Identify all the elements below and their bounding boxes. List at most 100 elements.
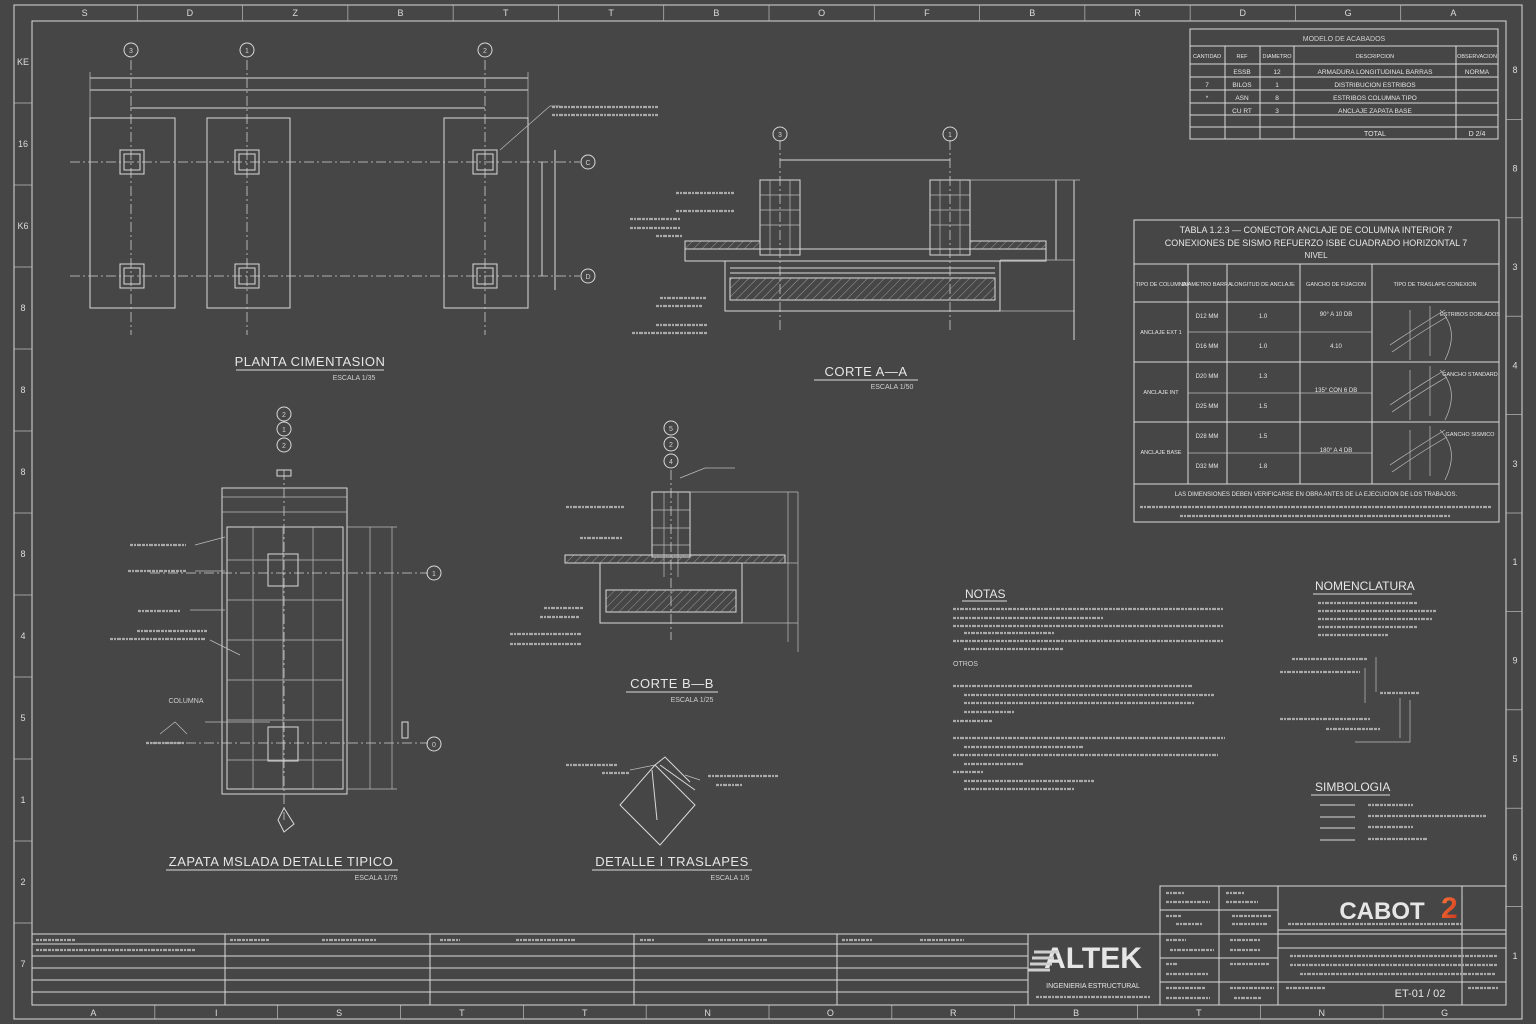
table-total-label: TOTAL: [1364, 131, 1386, 138]
view-title: ZAPATA MSLADA DETALLE TIPICO: [169, 854, 393, 869]
table-cell: 3: [1275, 108, 1279, 115]
ruler-label: O: [827, 1008, 834, 1018]
table-cell: *: [1206, 95, 1209, 102]
ruler-label: R: [950, 1008, 957, 1018]
axis-label: D: [585, 274, 590, 281]
view-scale: ESCALA 1/75: [355, 875, 398, 882]
axis-label: 2: [669, 442, 673, 449]
anchorage-table: TABLA 1.2.3 — CONECTOR ANCLAJE DE COLUMN…: [1133, 219, 1500, 523]
table-cell: 8: [1275, 95, 1279, 102]
table-cell: BILOS: [1232, 82, 1252, 89]
ruler-label: B: [397, 8, 403, 18]
ruler-label: 9: [1512, 656, 1517, 666]
ruler-label: 8: [20, 549, 25, 559]
table-cell: 90° A 10 DB: [1320, 312, 1352, 318]
axis-label: 1: [948, 132, 952, 139]
ruler-label: D: [187, 8, 194, 18]
table-cell: ASN: [1235, 95, 1249, 102]
column-label: COLUMNA: [168, 698, 203, 705]
ruler-label: 5: [20, 713, 25, 723]
axis-label: 1: [432, 571, 436, 578]
ruler-label: Z: [292, 8, 298, 18]
ruler-label: 1: [1512, 951, 1517, 961]
view-title: CORTE B—B: [630, 676, 714, 691]
view-scale: ESCALA 1/25: [671, 697, 714, 704]
ruler-label: K6: [17, 221, 28, 231]
notes-section: NOTAS OTROS: [953, 587, 1225, 791]
table-cell: ARMADURA LONGITUDINAL BARRAS: [1318, 69, 1434, 76]
table-cell: 135° CON 6 DB: [1315, 388, 1357, 394]
notes-subtitle: OTROS: [953, 661, 978, 668]
ruler-label: A: [90, 1008, 96, 1018]
table-title: NIVEL: [1304, 251, 1328, 260]
ruler-label: F: [924, 8, 930, 18]
table-cell: 1.8: [1259, 464, 1268, 470]
ruler-label: 3: [1512, 262, 1517, 272]
ruler-label: 8: [20, 467, 25, 477]
table-header: REF: [1237, 54, 1249, 60]
table-footnote: LAS DIMENSIONES DEBEN VERIFICARSE EN OBR…: [1175, 492, 1458, 498]
table-cell: ANCLAJE ZAPATA BASE: [1338, 108, 1412, 115]
ruler-label: 8: [20, 385, 25, 395]
ruler-label: A: [1450, 8, 1456, 18]
view-title: PLANTA CIMENTASION: [235, 354, 386, 369]
axis-label: C: [585, 160, 590, 167]
ruler-label: D: [1240, 8, 1247, 18]
table-header: DESCRIPCION: [1356, 54, 1394, 60]
ruler-label: 7: [20, 959, 25, 969]
table-title: MODELO DE ACABADOS: [1303, 36, 1386, 43]
ruler-label: I: [215, 1008, 218, 1018]
axis-label: 1: [282, 427, 286, 434]
view-scale: ESCALA 1/35: [333, 375, 376, 382]
ruler-label: 5: [1512, 754, 1517, 764]
ruler-label: 8: [20, 303, 25, 313]
table-cell: D28 MM: [1196, 434, 1219, 440]
axis-label: 3: [129, 48, 133, 55]
table-header: GANCHO DE FIJACION: [1306, 282, 1366, 288]
table-cell: 7: [1205, 82, 1209, 89]
table-cell: ESTRIBOS COLUMNA TIPO: [1333, 95, 1417, 102]
axis-label: 5: [669, 426, 673, 433]
view-title: DETALLE I TRASLAPES: [595, 854, 749, 869]
table-cell: ESSB: [1233, 69, 1250, 76]
ruler-label: G: [1345, 8, 1352, 18]
table-header: DIAMETRO BARRA: [1182, 282, 1232, 288]
view-corte-b-b: 5 2 4 CORTE B—B ESCALA 1/25: [510, 420, 799, 704]
table-cell: NORMA: [1465, 69, 1490, 76]
ruler-label: O: [818, 8, 825, 18]
ruler-label: N: [1319, 1008, 1326, 1018]
table-cell: D16 MM: [1196, 344, 1219, 350]
nomenclature-title: NOMENCLATURA: [1315, 579, 1415, 593]
nomenclature-section: NOMENCLATURA: [1280, 579, 1436, 743]
ruler-label: 8: [1512, 164, 1517, 174]
table-cell: ANCLAJE BASE: [1141, 450, 1182, 456]
ruler-label: KE: [17, 57, 29, 67]
table-cell: 1.0: [1259, 314, 1268, 320]
ruler-label: B: [713, 8, 719, 18]
title-block: ALTEK INGENIERIA ESTRUCTURAL CABOT 2 ET-…: [31, 885, 1507, 1006]
ruler-label: 4: [1512, 360, 1517, 370]
table-total-value: D 2/4: [1469, 131, 1486, 138]
ruler-label: 3: [1512, 459, 1517, 469]
table-cell: D12 MM: [1196, 314, 1219, 320]
cabot-logo: CABOT: [1339, 898, 1425, 925]
ruler-label: G: [1441, 1008, 1448, 1018]
ruler-label: 4: [20, 631, 25, 641]
table-header: CANTIDAD: [1193, 54, 1221, 60]
view-detalle-traslapes: DETALLE I TRASLAPES ESCALA 1/5: [566, 756, 778, 882]
table-cell: GANCHO SISMICO: [1446, 432, 1496, 438]
table-header: DIAMETRO: [1262, 54, 1292, 60]
ruler-label: 2: [20, 877, 25, 887]
table-cell: D25 MM: [1196, 404, 1219, 410]
view-planta-cimentacion: 3 1 2 C D PLANTA CIMENTASION ESCALA 1/35: [70, 42, 658, 382]
ruler-label: 8: [1512, 65, 1517, 75]
table-header: OBSERVACION: [1457, 54, 1497, 60]
cabot-logo-mark: 2: [1441, 892, 1458, 925]
axis-label: 2: [282, 443, 286, 450]
table-cell: D20 MM: [1196, 374, 1219, 380]
table-header: TIPO DE TRASLAPE CONEXION: [1393, 282, 1476, 288]
axis-label: 2: [282, 412, 286, 419]
company-subtitle: INGENIERIA ESTRUCTURAL: [1046, 983, 1140, 990]
ruler-label: T: [1196, 1008, 1202, 1018]
